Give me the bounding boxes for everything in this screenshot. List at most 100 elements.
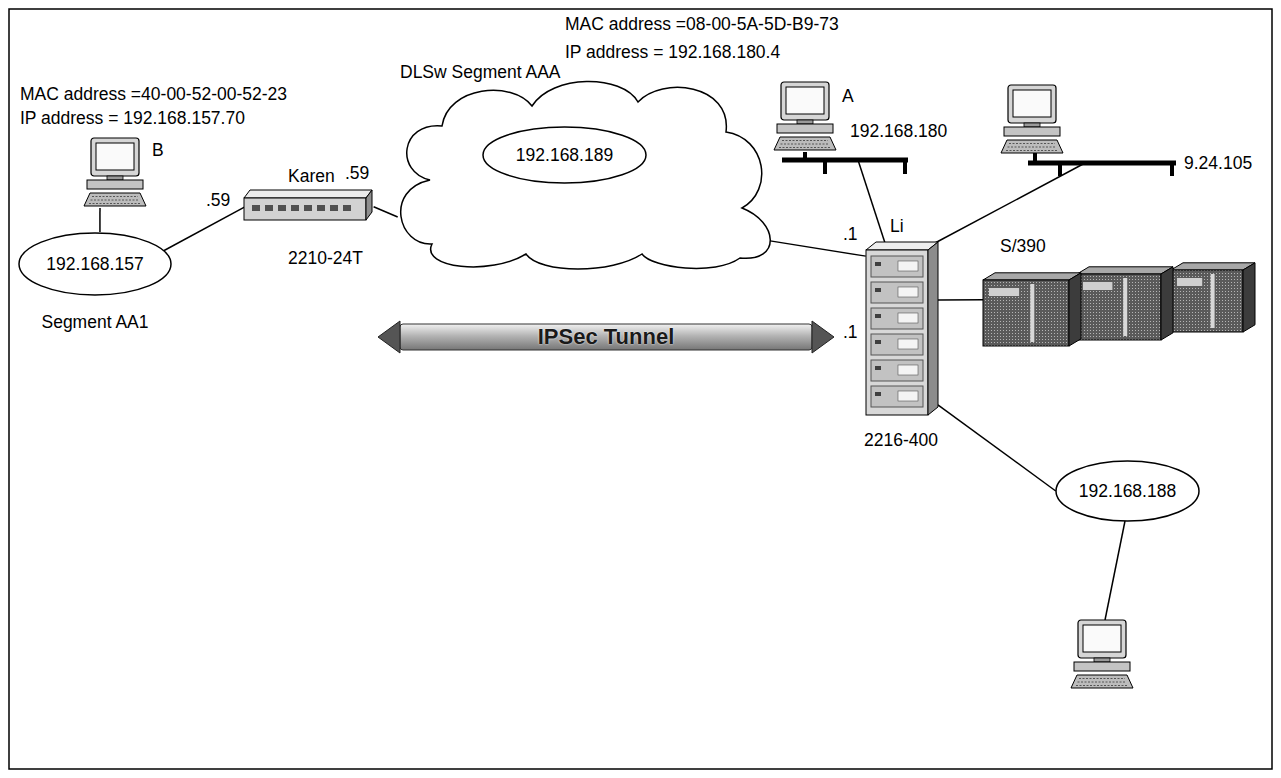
monitor [1078, 620, 1126, 658]
cabinet-front [1077, 274, 1161, 340]
lan-tap [1058, 163, 1062, 176]
subnet-label: 192.168.180 [850, 121, 947, 141]
cabinet-panel [1083, 282, 1112, 290]
frame [9, 9, 1272, 769]
slot-led [875, 262, 881, 266]
lan-link [1105, 521, 1125, 620]
cabinet-stripe [1123, 278, 1127, 336]
chassis-front [866, 250, 928, 415]
ip-address: IP address = 192.168.180.4 [565, 42, 780, 62]
lan-bus [1028, 161, 1176, 166]
router-port [317, 205, 325, 211]
ellipse-outline [483, 127, 646, 183]
key-row [1009, 143, 1055, 144]
chassis-slot [871, 308, 923, 329]
router-port [343, 205, 351, 211]
subnet-ellipse: 192.168.189 [482, 126, 647, 184]
interface-address: .1 [843, 322, 858, 342]
ellipse-outline [19, 233, 171, 295]
chassis-slot [871, 360, 923, 381]
lan-bus [782, 158, 908, 163]
network-link [163, 207, 245, 251]
key-row [91, 200, 140, 201]
slot-panel [898, 391, 918, 401]
monitor [91, 138, 139, 176]
system-unit [1004, 127, 1060, 136]
node-title: S/390 [1000, 236, 1046, 256]
cabinet-top [1077, 267, 1173, 274]
cabinet-stripe [1211, 274, 1215, 328]
keyboard [84, 193, 146, 206]
keyboard [774, 137, 836, 150]
slot-led [875, 288, 881, 292]
keyboard [1071, 675, 1133, 688]
ipsec-tunnel: IPSec Tunnel [378, 318, 834, 356]
ellipse-outline [1056, 461, 1199, 521]
lan-tap [803, 152, 807, 160]
slot-led [875, 314, 881, 318]
subnet-ellipse: 192.168.157Segment AA1 [18, 232, 172, 335]
key-row [1076, 685, 1128, 686]
node-shape [860, 216, 942, 452]
system-unit [1074, 662, 1130, 671]
network-link [938, 299, 984, 301]
network-link [938, 405, 1056, 491]
node-title: IPSec Tunnel [538, 324, 675, 350]
chassis-slot [871, 386, 923, 407]
cloud-outline [401, 81, 771, 269]
screen [1013, 90, 1051, 117]
chassis-slot [871, 334, 923, 355]
keyboard [1001, 140, 1063, 153]
node-title: DLSw Segment AAA [400, 62, 561, 82]
key-row [1008, 147, 1057, 148]
cabinet-front [983, 280, 1069, 346]
cabinet-side [1069, 273, 1081, 346]
node-title: 192.168.157 [46, 254, 143, 274]
mac-address: MAC address =08-00-5A-5D-B9-73 [565, 14, 839, 34]
slot-panel [898, 313, 918, 323]
workstation: B [80, 138, 170, 208]
monitor-stand [797, 120, 813, 124]
computer-icon [1071, 620, 1133, 688]
cabinet-top [1171, 263, 1255, 270]
key-row [781, 144, 830, 145]
chassis-side [928, 242, 938, 415]
screen [786, 87, 824, 114]
slot-led [875, 392, 881, 396]
cabinet-panel [989, 288, 1019, 296]
screen [96, 143, 134, 170]
key-row [1079, 678, 1125, 679]
node-title: A [842, 86, 854, 106]
ip-address: IP address = 192.168.157.70 [20, 108, 245, 128]
node-title: B [152, 140, 164, 160]
computer-icon [1001, 85, 1063, 153]
interface-address: .59 [345, 163, 369, 183]
key-row [92, 196, 138, 197]
router-device: Li2216-400 [860, 216, 942, 452]
network-link [374, 207, 398, 217]
node-title: Karen [288, 166, 335, 186]
cabinet-front [1171, 270, 1243, 332]
subnet-label: 9.24.105 [1184, 153, 1252, 173]
node-subtitle: 2216-400 [864, 430, 938, 450]
mac-address: MAC address =40-00-52-00-52-23 [20, 84, 287, 104]
router-port [252, 205, 260, 211]
key-row [779, 147, 831, 148]
lan-tap [903, 160, 907, 174]
node-title: 192.168.189 [516, 145, 613, 165]
cabinet-side [1161, 267, 1173, 340]
router-port [291, 205, 299, 211]
router-port [304, 205, 312, 211]
key-row [1006, 150, 1058, 151]
router-port [330, 205, 338, 211]
monitor [1008, 85, 1056, 123]
network-link [99, 208, 101, 232]
screen [1083, 625, 1121, 652]
computer-icon [774, 82, 836, 150]
slot-led [875, 366, 881, 370]
monitor-stand [1094, 658, 1110, 662]
system-unit [87, 180, 143, 189]
monitor-stand [1024, 123, 1040, 127]
tunnel-body [400, 324, 812, 350]
tunnel-arrowhead [812, 321, 834, 353]
